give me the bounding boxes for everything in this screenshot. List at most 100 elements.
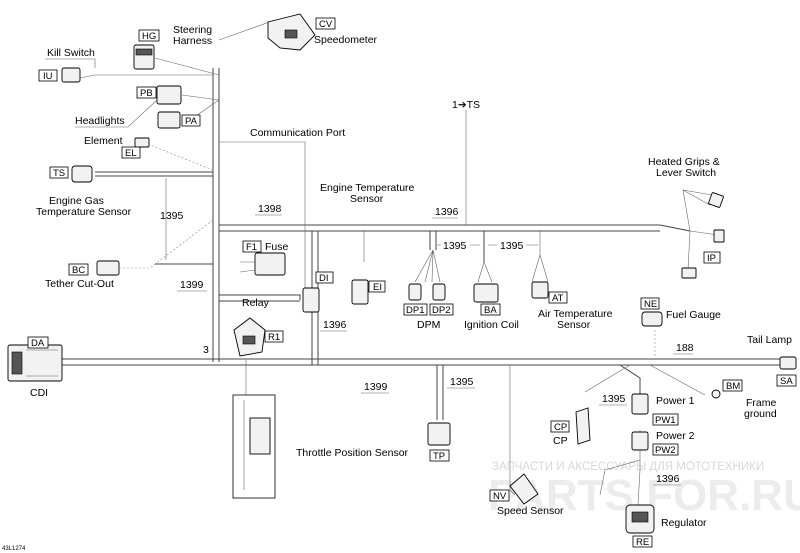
wire-1396-relay: 1396 — [323, 319, 347, 331]
cp-connector — [575, 407, 591, 445]
code-tp: TP — [433, 451, 445, 462]
wire-1395-coil: 1395 — [500, 240, 524, 252]
label-steering-2: Harness — [173, 35, 212, 47]
element-connector — [134, 137, 150, 148]
wire-1395-lower: 1395 — [602, 393, 626, 405]
code-r1: R1 — [268, 332, 280, 343]
ignition-coil-connector — [473, 283, 499, 303]
speed-sensor-connector — [509, 473, 539, 505]
wire-1398: 1398 — [258, 203, 282, 215]
wire-1395-left: 1395 — [160, 210, 184, 222]
label-engine-gas-2: Temperature Sensor — [36, 206, 132, 218]
fuse-holder — [254, 252, 286, 276]
code-hg: HG — [142, 31, 156, 42]
fuel-gauge-connector — [641, 311, 663, 327]
kill-switch-connector — [61, 67, 81, 83]
label-power-2: Power 2 — [656, 430, 695, 442]
label-relay: Relay — [242, 297, 270, 309]
code-at: AT — [552, 293, 564, 304]
harness-wires — [62, 19, 780, 506]
throttle-sensor-connector — [427, 422, 451, 446]
gas-temp-sensor-connector — [71, 165, 93, 183]
code-nv: NV — [493, 491, 507, 502]
code-pa: PA — [185, 116, 198, 127]
wire-1395-throttle: 1395 — [450, 376, 474, 388]
label-headlights: Headlights — [75, 115, 125, 127]
code-el: EL — [125, 148, 137, 159]
label-tail-lamp: Tail Lamp — [747, 334, 792, 346]
headlight-connector-pb — [156, 85, 182, 105]
code-dp2: DP2 — [432, 305, 450, 316]
code-di: DI — [319, 273, 329, 284]
component-labels: Steering Harness Speedometer Kill Switch… — [2, 24, 792, 552]
label-communication-port: Communication Port — [250, 127, 345, 139]
label-regulator: Regulator — [661, 517, 707, 529]
document-reference: 43L1274 — [2, 546, 26, 552]
label-cdi: CDI — [30, 387, 48, 399]
label-fuse: Fuse — [265, 241, 289, 253]
label-cp: CP — [553, 435, 568, 447]
wire-1396-upper: 1396 — [435, 206, 459, 218]
tail-lamp-connector — [779, 356, 797, 370]
steering-harness-connector — [133, 44, 155, 70]
headlight-connector-pa — [157, 111, 181, 129]
code-ne: NE — [644, 299, 657, 310]
wire-1399-upper: 1399 — [180, 279, 204, 291]
code-ei: EI — [373, 282, 382, 293]
code-pw1: PW1 — [655, 415, 676, 426]
label-tether: Tether Cut-Out — [45, 278, 114, 290]
air-temp-sensor-connector — [531, 281, 549, 299]
code-ba: BA — [484, 305, 497, 316]
tether-connector — [96, 260, 120, 276]
frame-ground-lug — [711, 389, 721, 399]
wire-188: 188 — [676, 342, 694, 354]
components — [7, 13, 797, 534]
label-ts-ref: 1➔TS — [452, 99, 480, 111]
power-1-connector — [631, 393, 649, 415]
label-engine-gas-1: Engine Gas — [49, 195, 104, 207]
lever-switch-connector — [681, 267, 697, 279]
code-f1: F1 — [246, 242, 257, 253]
code-pw2: PW2 — [655, 445, 676, 456]
label-heated-grips-2: Lever Switch — [656, 167, 716, 179]
dpm-connector-2 — [432, 283, 446, 301]
label-ignition-coil: Ignition Coil — [464, 319, 519, 331]
wire-1399-lower: 1399 — [364, 381, 388, 393]
label-kill-switch: Kill Switch — [47, 47, 95, 59]
label-power-1: Power 1 — [656, 395, 695, 407]
label-element: Element — [84, 135, 123, 147]
dpm-connector-1 — [408, 283, 422, 301]
relay-detail-body — [249, 417, 271, 455]
code-da: DA — [31, 338, 45, 349]
wire-1395-dpm: 1395 — [443, 240, 467, 252]
label-frame-ground-1: Frame — [746, 397, 776, 409]
code-dp1: DP1 — [406, 305, 424, 316]
engine-temp-sensor-connector — [351, 279, 369, 305]
code-cp: CP — [554, 422, 567, 433]
wire-numbers: 1398 1396 1395 1395 1395 1399 1396 3 188… — [160, 203, 694, 486]
code-re: RE — [636, 537, 649, 548]
code-iu: IU — [43, 71, 53, 82]
heated-grip-connector-2 — [713, 229, 725, 243]
code-bc: BC — [72, 265, 85, 276]
connector-codes: HG CV IU PB PA EL TS BC F1 DI EI DP1 DP2… — [27, 17, 797, 548]
power-2-connector — [631, 431, 649, 451]
label-engine-temp-2: Sensor — [350, 193, 384, 205]
label-heated-grips-1: Heated Grips & — [648, 156, 720, 168]
code-ip: IP — [707, 253, 716, 264]
label-speed-sensor: Speed Sensor — [497, 505, 564, 517]
communication-port-connector — [302, 287, 320, 313]
wire-1396-lower: 1396 — [656, 473, 680, 485]
label-speedometer: Speedometer — [314, 34, 378, 46]
code-cv: CV — [319, 19, 333, 30]
code-sa: SA — [780, 376, 793, 387]
label-fuel-gauge: Fuel Gauge — [666, 309, 721, 321]
label-frame-ground-2: ground — [744, 408, 777, 420]
label-throttle: Throttle Position Sensor — [296, 447, 409, 459]
label-engine-temp-1: Engine Temperature — [320, 182, 415, 194]
label-air-temp-2: Sensor — [557, 319, 591, 331]
label-steering-1: Steering — [173, 24, 212, 36]
watermark-text: ЗАПЧАСТИ И АКСЕССУАРЫ ДЛЯ МОТОТЕХНИКИ — [492, 461, 764, 473]
